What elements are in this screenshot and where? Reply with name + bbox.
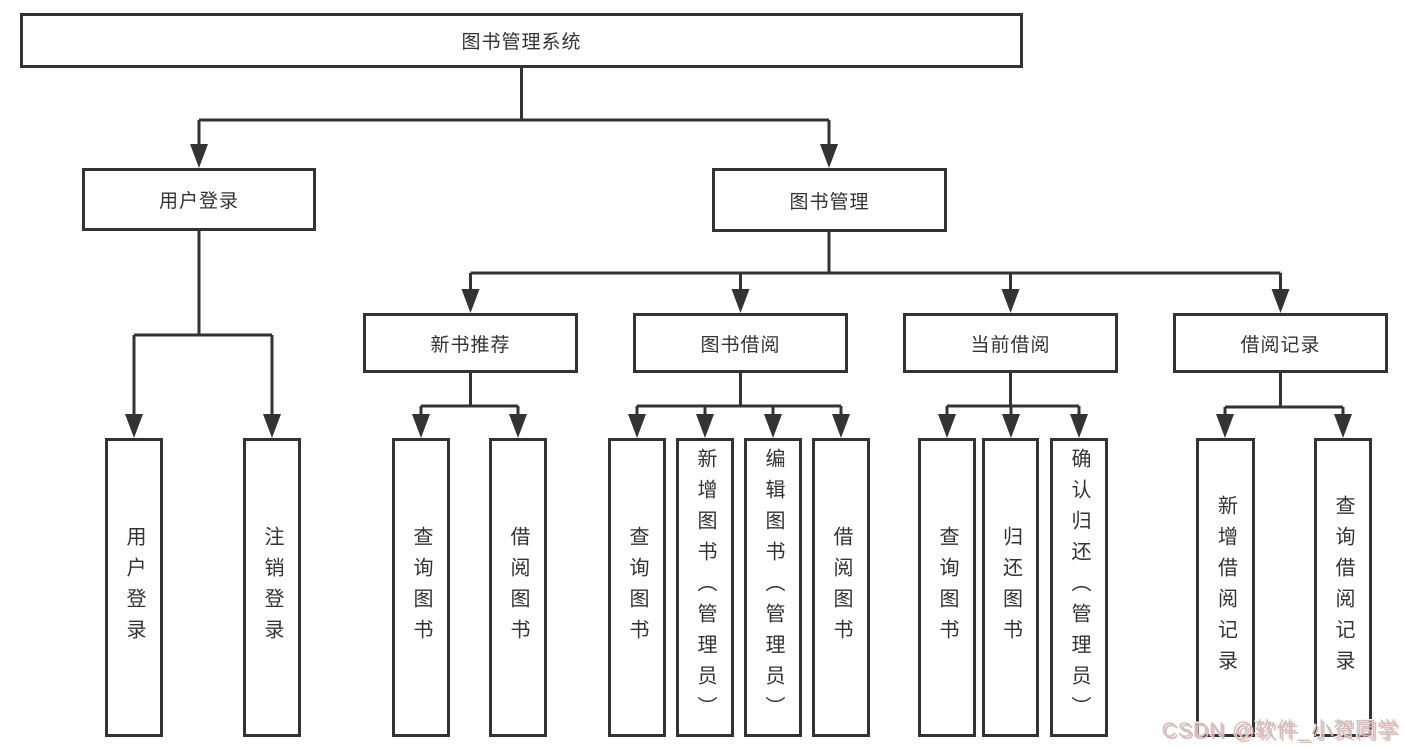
arrowhead-down-icon [461,289,480,313]
node-leaf-borrow-books-2: 借阅图书 [812,438,870,737]
node-library-management-system: 图书管理系统 [20,13,1023,68]
node-leaf-add-borrow-record-label: 新增借阅记录 [1214,494,1237,681]
node-book-borrowing: 图书借阅 [633,313,848,373]
node-current-borrowing-label: 当前借阅 [970,334,1051,356]
arrowhead-down-icon [628,414,646,438]
arrowhead-down-icon [696,414,714,438]
node-leaf-borrow-books-2-label: 借阅图书 [830,525,852,650]
node-leaf-query-books-2-label: 查询图书 [626,525,648,650]
connector-records-to-leaves [1223,373,1345,414]
arrowhead-down-icon [764,414,782,438]
node-new-book-recommendation-label: 新书推荐 [430,334,511,356]
node-leaf-return-books: 归还图书 [982,438,1039,737]
node-leaf-query-books-2: 查询图书 [608,438,666,737]
node-leaf-confirm-return-admin-label: 确认归还（管理员） [1068,448,1090,727]
connector-bookmgmt-to-level3 [469,232,1282,289]
node-leaf-add-books-admin: 新增图书（管理员） [676,438,734,737]
node-user-login-group-label: 用户登录 [158,191,239,212]
node-leaf-query-books-1: 查询图书 [392,438,450,737]
connector-root-to-level2 [197,68,831,144]
node-leaf-logout-label: 注销登录 [261,525,283,650]
node-leaf-query-books-1-label: 查询图书 [410,525,432,650]
node-library-management-system-label: 图书管理系统 [461,32,582,53]
node-leaf-edit-books-admin: 编辑图书（管理员） [744,438,802,737]
node-leaf-user-login: 用户登录 [105,438,163,737]
connector-current-to-leaves [945,373,1081,414]
connector-borrow-to-leaves [635,373,843,414]
node-user-login-group: 用户登录 [82,168,316,231]
node-leaf-query-borrow-record-label: 查询借阅记录 [1332,494,1354,681]
node-borrowing-records-label: 借阅记录 [1240,334,1321,356]
arrowhead-down-icon [509,414,527,438]
node-leaf-confirm-return-admin: 确认归还（管理员） [1050,438,1108,737]
csdn-watermark: CSDN @软件_小贺同学 [1161,719,1399,742]
arrowhead-down-icon [190,144,208,168]
node-new-book-recommendation: 新书推荐 [363,313,578,373]
arrowhead-down-icon [1002,414,1020,438]
node-borrowing-records: 借阅记录 [1173,313,1388,373]
node-book-management: 图书管理 [712,168,947,232]
node-leaf-logout: 注销登录 [243,438,301,737]
node-leaf-edit-books-admin-label: 编辑图书（管理员） [762,448,784,727]
node-leaf-borrow-books-1: 借阅图书 [489,438,547,737]
arrowhead-down-icon [1271,289,1290,313]
arrowhead-down-icon [1334,414,1352,438]
arrowhead-down-icon [731,289,750,313]
node-current-borrowing: 当前借阅 [903,313,1118,373]
arrowhead-down-icon [1070,414,1088,438]
node-leaf-query-books-3-label: 查询图书 [936,525,958,650]
arrowhead-down-icon [263,414,281,438]
node-leaf-return-books-label: 归还图书 [999,525,1022,650]
node-leaf-query-borrow-record: 查询借阅记录 [1314,438,1372,737]
arrowhead-down-icon [125,414,143,438]
node-book-borrowing-label: 图书借阅 [700,334,781,356]
node-leaf-user-login-label: 用户登录 [123,525,145,650]
connector-newbooks-to-leaves [419,373,520,414]
node-leaf-borrow-books-1-label: 借阅图书 [507,525,529,650]
arrowhead-down-icon [1216,414,1234,438]
arrowhead-down-icon [1001,289,1020,313]
node-book-management-label: 图书管理 [789,191,870,213]
connector-usermgmt-to-leaves [132,231,274,414]
arrowhead-down-icon [412,414,430,438]
node-leaf-add-books-admin-label: 新增图书（管理员） [694,448,716,727]
arrowhead-down-icon [832,414,850,438]
node-leaf-add-borrow-record: 新增借阅记录 [1196,438,1255,737]
arrowhead-down-icon [820,144,838,168]
arrowhead-down-icon [938,414,956,438]
node-leaf-query-books-3: 查询图书 [918,438,976,737]
